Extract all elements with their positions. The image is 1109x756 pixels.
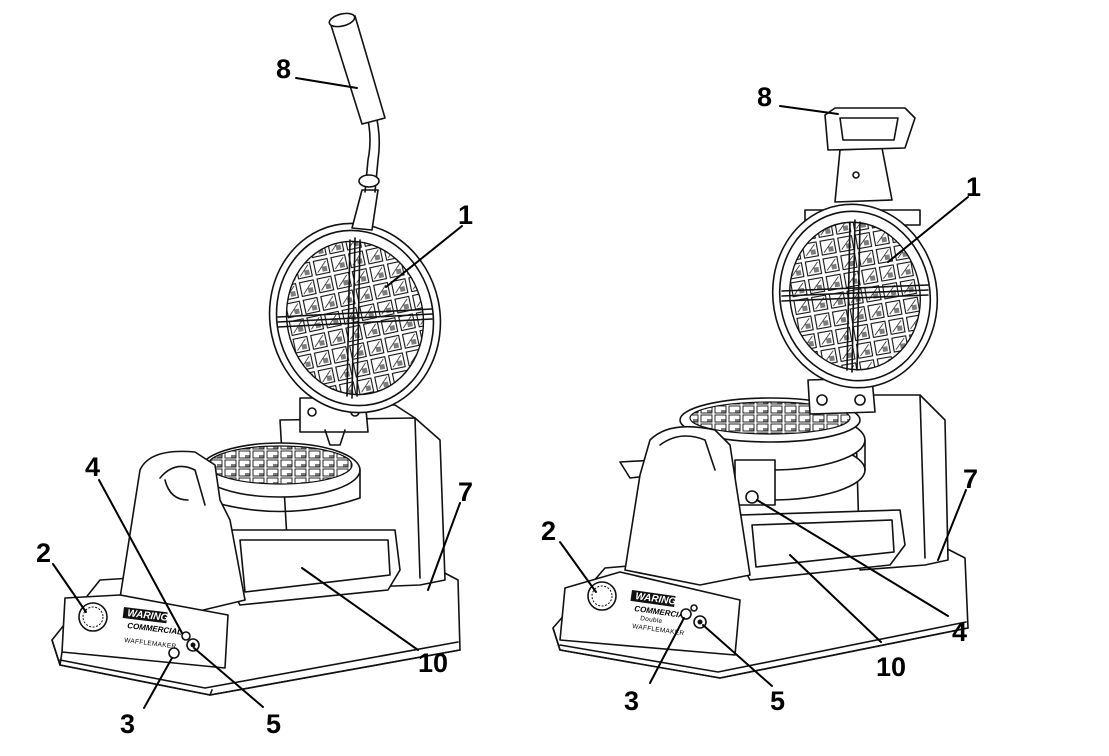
left-callout-7: 7 (458, 477, 473, 507)
right-upper-plate (771, 203, 939, 389)
right-callout-8: 8 (757, 82, 772, 112)
right-power-light (680, 608, 692, 620)
left-waffle-maker: WARING COMMERCIAL WAFFLEMAKER (51, 12, 461, 696)
left-callout-10: 10 (418, 648, 448, 678)
right-callout-labels: 8 1 2 7 4 10 3 5 (541, 82, 981, 716)
left-power-light (168, 647, 180, 659)
right-callout-2: 2 (541, 516, 556, 546)
svg-text:Double: Double (640, 615, 663, 625)
left-upper-plate (268, 222, 442, 414)
right-handle (824, 107, 916, 203)
left-temperature-dial (78, 602, 108, 632)
left-power-switch (186, 638, 200, 652)
left-callout-8: 8 (276, 54, 291, 84)
right-callout-4: 4 (952, 617, 967, 647)
right-waffle-maker: WARING COMMERCIAL Double WAFFLEMAKER (552, 107, 969, 679)
right-callout-7: 7 (963, 464, 978, 494)
left-handle (328, 12, 386, 231)
right-ready-light (745, 490, 759, 504)
left-front-post (119, 450, 246, 613)
svg-text:WARING: WARING (127, 608, 169, 624)
left-callout-1: 1 (458, 200, 473, 230)
left-callout-2: 2 (36, 538, 51, 568)
right-front-post (624, 425, 751, 586)
right-callout-10: 10 (876, 652, 906, 682)
right-callout-5: 5 (770, 686, 785, 716)
right-callout-leaders (559, 105, 969, 687)
left-callout-leaders (52, 77, 463, 709)
right-callout-1: 1 (966, 172, 981, 202)
right-callout-3: 3 (624, 686, 639, 716)
left-callout-4: 4 (85, 452, 100, 482)
left-ready-light (181, 631, 191, 641)
left-callout-labels: 8 1 4 2 7 10 3 5 (36, 54, 473, 739)
left-callout-3: 3 (120, 709, 135, 739)
left-callout-5: 5 (266, 709, 281, 739)
